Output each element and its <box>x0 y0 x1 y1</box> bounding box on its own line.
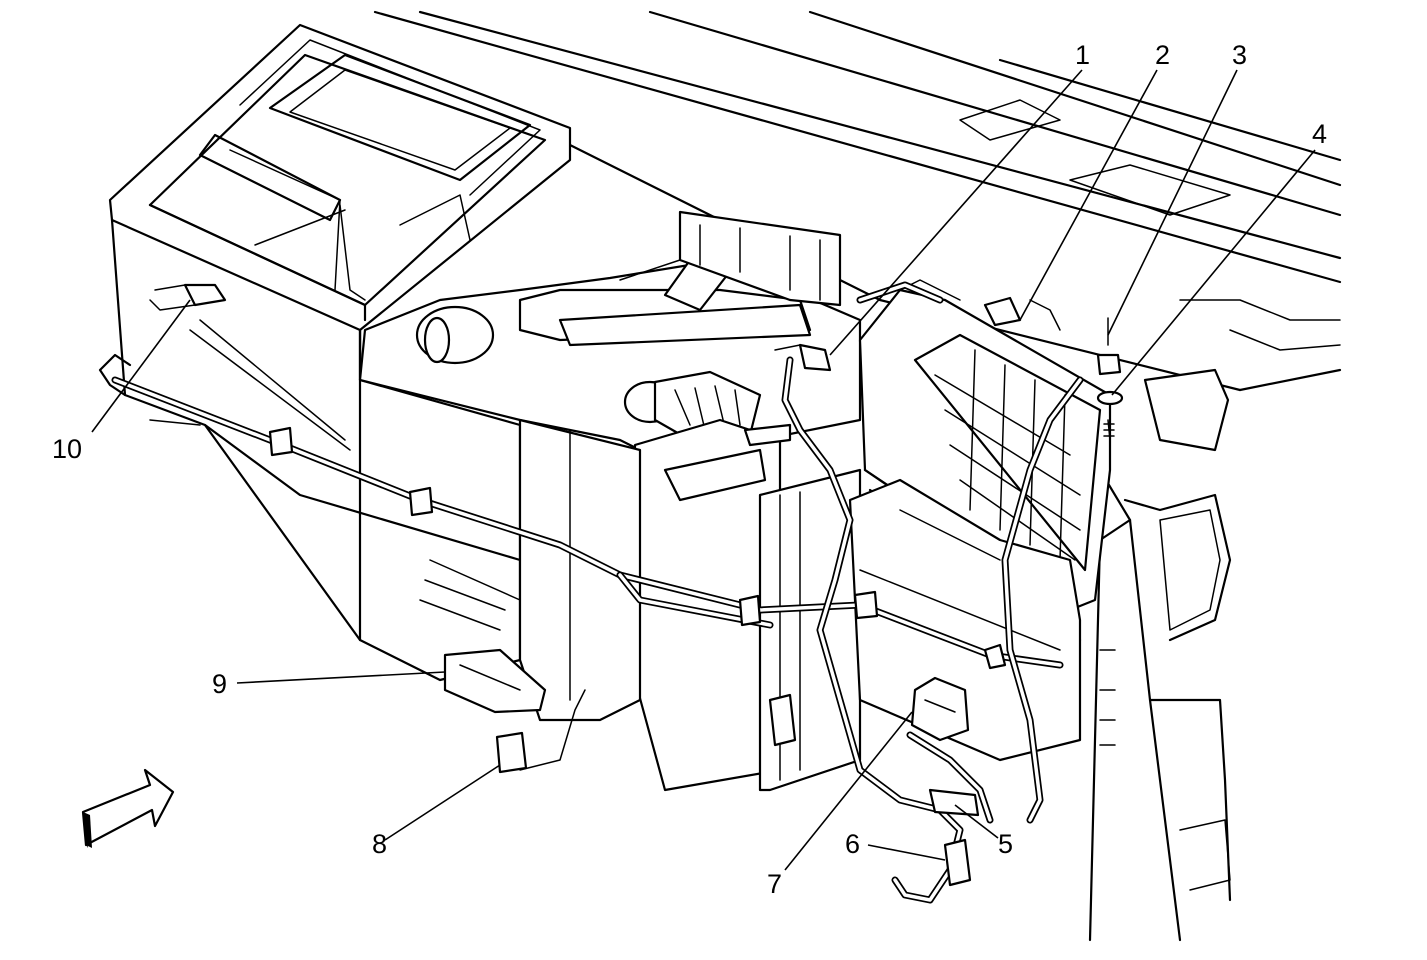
callout-7: 7 <box>767 869 782 899</box>
blower-motor-cover <box>518 418 862 792</box>
callout-3: 3 <box>1232 40 1247 70</box>
callout-9: 9 <box>212 669 227 699</box>
leader-lines <box>91 69 1316 871</box>
callout-1: 1 <box>1075 40 1090 70</box>
harness-main <box>111 376 1064 670</box>
callout-labels: 1 2 3 4 5 6 7 8 9 10 <box>52 40 1327 899</box>
mode-actuator <box>443 648 547 714</box>
callout-2: 2 <box>1155 40 1170 70</box>
connector-center-top <box>774 343 832 372</box>
harness-vertical <box>781 281 1084 904</box>
ground-stud-nut <box>1096 317 1124 441</box>
cabin-filter-grid <box>934 349 1081 561</box>
instrument-panel <box>373 10 1342 392</box>
connector-lower-six <box>943 838 972 887</box>
connector-lower-right <box>928 788 980 817</box>
callout-4: 4 <box>1312 119 1327 149</box>
hvac-module-case <box>98 23 572 682</box>
connector-upper-right <box>983 296 1061 331</box>
connector-eight <box>495 689 586 774</box>
callout-8: 8 <box>372 829 387 859</box>
callout-10: 10 <box>52 434 82 464</box>
view-direction-arrow-icon <box>81 768 175 848</box>
callout-6: 6 <box>845 829 860 859</box>
blower-housing <box>358 210 862 452</box>
connector-blower-motor <box>910 676 970 742</box>
callout-5: 5 <box>998 829 1013 859</box>
connector-top-left <box>149 283 227 311</box>
